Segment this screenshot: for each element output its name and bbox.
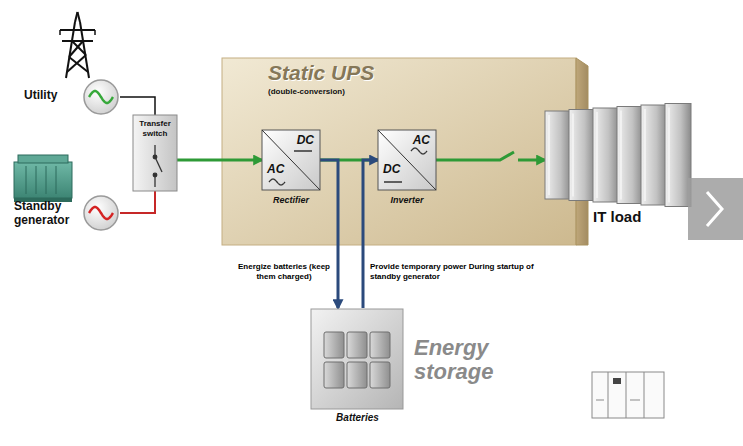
power-connector [363, 160, 378, 308]
power-connector [120, 191, 155, 213]
battery-cell [347, 332, 367, 358]
port-label: AC [267, 163, 284, 177]
dc-symbol [294, 150, 312, 152]
ups-cabinet-sketch [592, 372, 664, 418]
server-rack [617, 107, 643, 204]
inverter-box: ACDCInverter [378, 130, 436, 190]
chevron [707, 192, 722, 226]
edge-label: Energize batteries (keep them charged) [236, 262, 332, 282]
edge-label: Provide temporary power During startup o… [370, 262, 540, 282]
converter-diagonal [378, 130, 436, 190]
rack-highlight [597, 112, 598, 198]
converter-box [378, 130, 436, 190]
component-label: Rectifier [242, 195, 340, 205]
callout-label: Energy storage [414, 336, 518, 384]
power-connector [177, 159, 262, 162]
rack-highlight [645, 109, 646, 201]
port-label: AC [413, 134, 430, 148]
next-button [688, 178, 743, 240]
source-circle [84, 196, 118, 230]
sine-symbol [411, 148, 427, 154]
server-rack [545, 111, 571, 199]
port-label: DC [297, 134, 314, 148]
transfer-switch: Transfer switch [133, 115, 177, 191]
battery-cell [370, 332, 390, 358]
server-rack [665, 104, 691, 207]
source-label: Utility [24, 89, 57, 103]
battery-cabinet [311, 309, 403, 409]
battery-cell [347, 362, 367, 388]
sine-symbol [269, 179, 285, 185]
rack-highlight [573, 114, 574, 197]
ups-enclosure: DC AC Rectifier AC DC Inverter Static UPS (doub… [222, 58, 588, 245]
node-shape [222, 58, 588, 245]
battery-cell [370, 362, 390, 388]
enclosure-title: Static UPS [268, 61, 374, 85]
generator-source: Standby generator [12, 194, 120, 232]
power-pylon [60, 12, 95, 78]
it-load-racks: IT load [545, 105, 695, 233]
battery-cell [324, 332, 344, 358]
generator-icon [14, 155, 72, 202]
switch-symbol [153, 145, 162, 187]
power-connector [436, 152, 545, 160]
converter-box [262, 130, 320, 190]
sine-symbol [89, 91, 113, 103]
rectifier-box: DCACRectifier [262, 130, 320, 190]
box-label: IT load [593, 208, 641, 225]
power-connector [320, 160, 338, 308]
enclosure-subtitle: (double-conversion) [268, 87, 345, 96]
power-connector [120, 97, 155, 115]
rack-highlight [549, 115, 550, 195]
server-rack [641, 105, 667, 205]
node-shape [310, 308, 405, 428]
ups-front-face [222, 58, 576, 245]
battery-bank: Batteries [310, 308, 405, 428]
rack-highlight [621, 111, 622, 200]
ups-cabinet-face [222, 58, 588, 245]
port-label: DC [383, 163, 400, 177]
server-rack [593, 108, 619, 202]
source-circle [84, 80, 118, 114]
component-label: Inverter [358, 195, 456, 205]
box-label: Batteries [310, 412, 405, 424]
converter-diagonal [262, 130, 320, 190]
switch-housing [133, 115, 177, 191]
rack-highlight [669, 108, 670, 203]
battery-cell [324, 362, 344, 388]
server-rack [569, 110, 595, 201]
dc-symbol [384, 181, 402, 183]
box-label: Transfer switch [133, 119, 177, 139]
source-label: Standby generator [14, 199, 80, 227]
utility-source: Utility [20, 78, 120, 116]
sine-symbol [89, 207, 113, 219]
